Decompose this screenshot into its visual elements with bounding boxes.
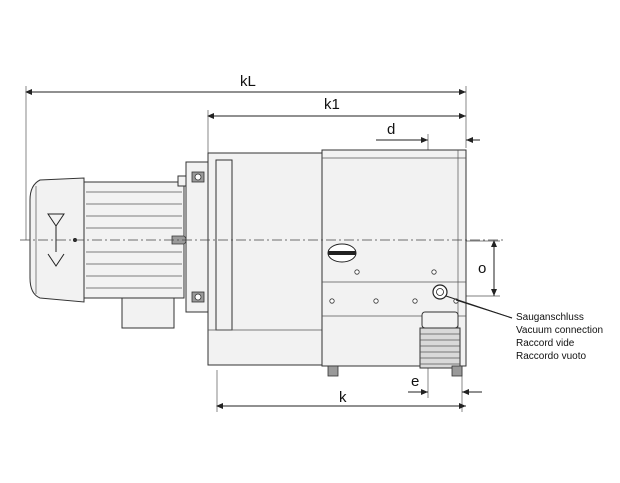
dimension-label-o: o [478, 260, 486, 277]
dimension-kL: kL [25, 73, 466, 240]
dimension-e: e [408, 366, 482, 412]
callout-line-it: Raccordo vuoto [516, 351, 586, 362]
vacuum-connection-port [432, 284, 448, 300]
dimension-label-kL: kL [240, 73, 256, 90]
vacuum-connection-callout: Sauganschluss Vacuum connection Raccord … [516, 312, 603, 362]
motor-flange [185, 161, 211, 313]
dimension-label-e: e [411, 373, 419, 390]
pump-housing [207, 149, 467, 377]
dimension-label-d: d [387, 121, 395, 138]
dimension-k1: k1 [207, 86, 467, 160]
motor [29, 175, 197, 329]
cooling-fins [86, 191, 182, 289]
rotation-arrow-icon [47, 213, 77, 267]
callout-line-de: Sauganschluss [516, 312, 584, 323]
callout-leaders [445, 295, 513, 319]
dimension-label-k1: k1 [324, 96, 340, 113]
lifting-eye [327, 243, 357, 263]
dimension-label-k: k [339, 389, 347, 406]
dimension-k: k [216, 370, 466, 412]
vacuum-filter [419, 311, 461, 369]
callout-line-fr: Raccord vide [516, 338, 575, 349]
callout-line-en: Vacuum connection [516, 325, 603, 336]
